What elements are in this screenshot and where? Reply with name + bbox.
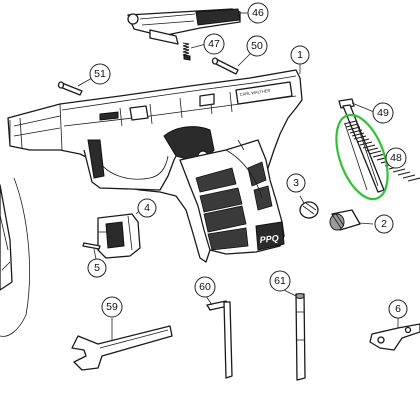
svg-text:46: 46 xyxy=(252,7,264,19)
callout-6: 6 xyxy=(388,299,408,319)
callout-46: 46 xyxy=(247,2,269,24)
part-60-hex-key xyxy=(205,295,233,379)
svg-text:60: 60 xyxy=(199,281,211,293)
callout-4: 4 xyxy=(137,198,157,218)
part-5-small-pin xyxy=(82,242,101,260)
callout-60: 60 xyxy=(194,276,216,298)
frame-engraving: CARL WALTHER xyxy=(239,88,270,97)
callout-49: 49 xyxy=(372,102,394,124)
part-2-takedown-latch xyxy=(329,209,374,231)
part-48-recoil-spring xyxy=(335,113,420,201)
callout-1: 1 xyxy=(290,45,310,65)
callout-59: 59 xyxy=(101,296,123,318)
svg-text:4: 4 xyxy=(144,202,150,214)
callout-48: 48 xyxy=(385,147,407,169)
callout-5: 5 xyxy=(87,258,107,278)
svg-text:3: 3 xyxy=(293,177,299,189)
part-1-frame: CARL WALTHER PPQ xyxy=(7,63,303,263)
partial-left-component xyxy=(0,177,30,337)
part-4-magazine-catch xyxy=(97,209,141,259)
part-46-slide-stop xyxy=(127,8,248,45)
svg-text:50: 50 xyxy=(251,40,263,52)
part-50-pin xyxy=(211,51,253,75)
callout-2: 2 xyxy=(374,214,394,234)
part-6-small-lever xyxy=(369,318,420,351)
part-59-wrench xyxy=(71,318,173,371)
svg-text:1: 1 xyxy=(297,49,303,61)
svg-text:6: 6 xyxy=(395,303,401,315)
part-3-cap xyxy=(299,195,319,219)
highlight-ring xyxy=(335,113,389,201)
svg-text:51: 51 xyxy=(94,68,106,80)
svg-text:2: 2 xyxy=(381,218,387,230)
callout-61: 61 xyxy=(269,270,291,292)
svg-text:48: 48 xyxy=(390,152,402,164)
svg-text:61: 61 xyxy=(274,275,286,287)
svg-text:5: 5 xyxy=(94,262,100,274)
frame-logo: PPQ xyxy=(259,233,279,245)
part-61-long-pin xyxy=(283,289,306,381)
part-51-pin xyxy=(57,77,93,96)
callout-3: 3 xyxy=(286,173,306,193)
callout-47: 47 xyxy=(203,33,225,55)
svg-text:49: 49 xyxy=(377,107,389,119)
callout-51: 51 xyxy=(89,63,111,85)
svg-text:59: 59 xyxy=(106,301,118,313)
callout-50: 50 xyxy=(246,35,268,57)
svg-text:47: 47 xyxy=(208,38,220,50)
part-47-small-spring xyxy=(182,42,207,61)
